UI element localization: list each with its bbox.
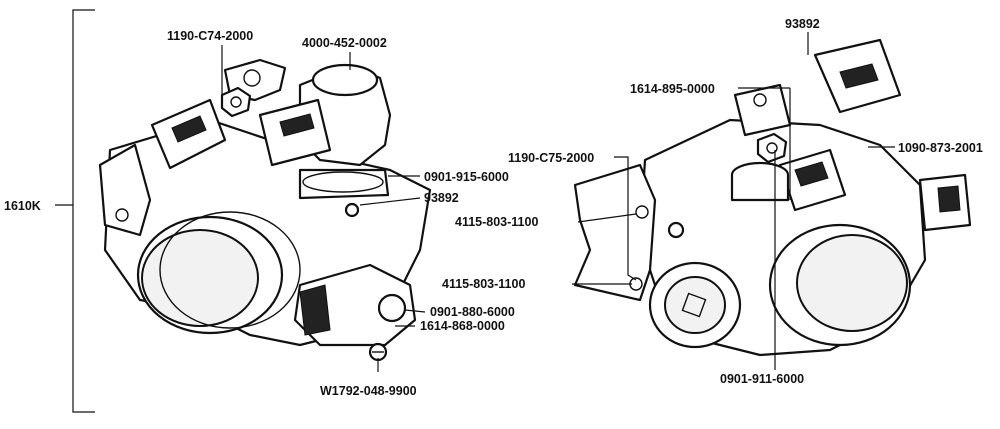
label-0901-915-6000: 0901-915-6000 bbox=[424, 170, 509, 184]
right-leader-lines bbox=[572, 32, 895, 370]
label-4115-803-1100-lower: 4115-803-1100 bbox=[442, 277, 525, 291]
label-1090-873-2001: 1090-873-2001 bbox=[898, 141, 983, 155]
label-0901-911-6000: 0901-911-6000 bbox=[720, 372, 804, 386]
label-1190-c74-2000: 1190-C74-2000 bbox=[167, 29, 253, 43]
assembly-label: 1610K bbox=[4, 199, 41, 213]
label-4115-803-1100-upper: 4115-803-1100 bbox=[455, 215, 538, 229]
label-w1792-048-9900: W1792-048-9900 bbox=[320, 384, 417, 398]
left-throttle-body bbox=[98, 58, 432, 362]
label-1190-c75-2000: 1190-C75-2000 bbox=[508, 151, 594, 165]
assembly-bracket bbox=[55, 9, 95, 413]
label-4000-452-0002: 4000-452-0002 bbox=[302, 36, 387, 50]
label-1614-868-0000: 1614-868-0000 bbox=[420, 319, 505, 333]
right-throttle-body bbox=[573, 38, 972, 357]
label-93892-left: 93892 bbox=[424, 191, 459, 205]
label-0901-880-6000: 0901-880-6000 bbox=[430, 305, 515, 319]
left-leader-lines bbox=[221, 45, 426, 372]
label-1614-895-0000: 1614-895-0000 bbox=[630, 82, 715, 96]
label-93892-right: 93892 bbox=[785, 17, 820, 31]
